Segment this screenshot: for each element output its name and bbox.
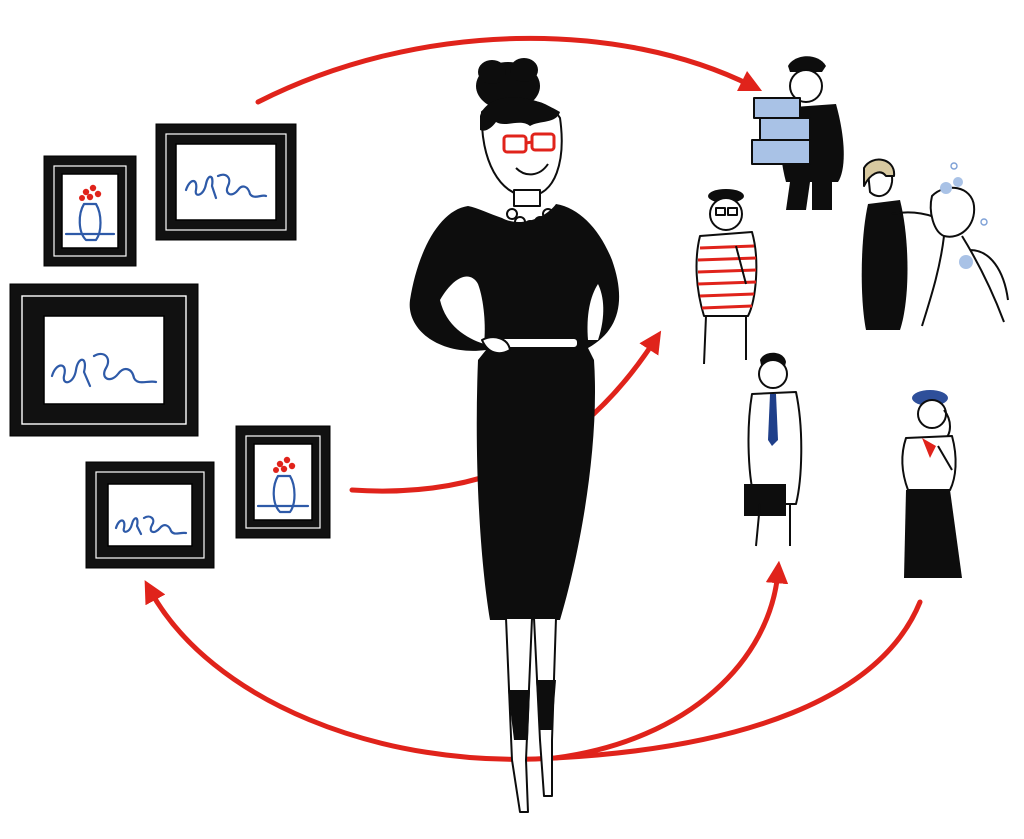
red-glasses-icon — [502, 132, 556, 154]
framed-flower-picture — [43, 155, 137, 267]
painter-with-striped-shirt — [695, 189, 758, 365]
signature-scribble — [184, 173, 268, 200]
arrow-woman-to-artworks — [144, 580, 558, 762]
signature-scribble-small — [114, 515, 188, 536]
package-boxes-icon — [751, 97, 811, 165]
man-with-portfolio — [744, 352, 803, 547]
dog-icon — [921, 162, 1009, 327]
framed-signature-picture-bottom — [85, 461, 215, 569]
framed-signature-picture-top — [155, 123, 297, 241]
flow-arrows — [144, 35, 923, 762]
vase-icon — [256, 456, 310, 514]
portfolio-icon — [744, 484, 786, 516]
artworks-group — [9, 123, 331, 569]
delivery-man-with-boxes — [751, 56, 844, 210]
arrow-woman-to-portfolio-man — [552, 560, 789, 761]
framed-flower-picture-bottom — [235, 425, 331, 539]
woman-in-black-dress — [409, 58, 620, 813]
dog-groomer-with-dog — [861, 158, 1009, 330]
framed-signature-picture-large — [9, 283, 199, 437]
vase-icon — [64, 184, 116, 242]
woman-artist-with-beret — [901, 390, 962, 578]
signature-scribble-large — [50, 352, 158, 388]
arrow-artist-to-woman — [552, 599, 923, 761]
arrow-artworks-to-delivery — [255, 35, 763, 105]
